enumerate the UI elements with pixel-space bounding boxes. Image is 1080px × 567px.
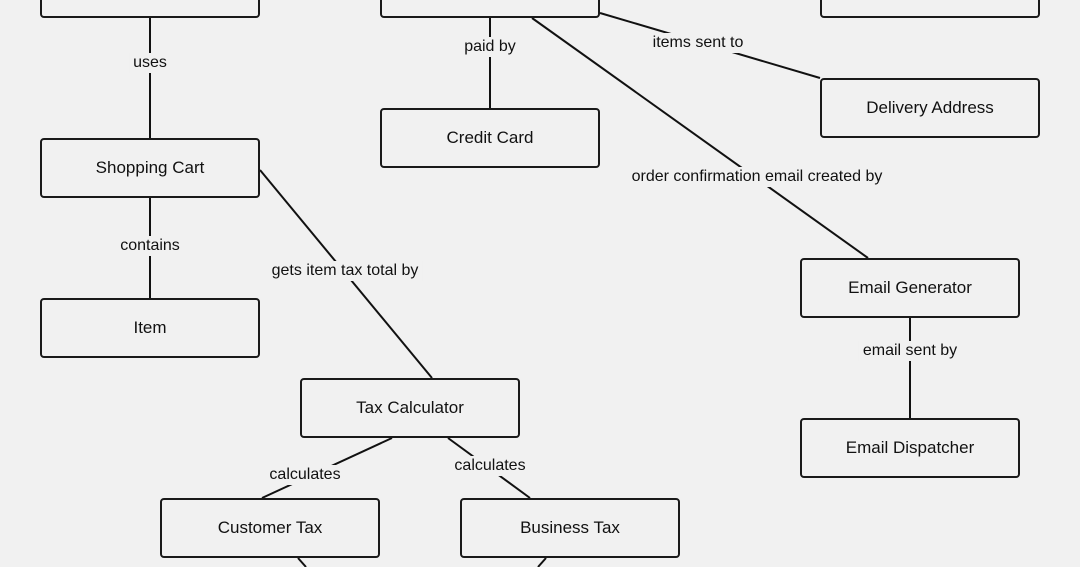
edge-label-calculates-business: calculates	[450, 456, 530, 476]
node-email-dispatcher: Email Dispatcher	[800, 418, 1020, 478]
edge-label-gets-item-tax-total-by: gets item tax total by	[267, 261, 423, 281]
node-shopping-cart: Shopping Cart	[40, 138, 260, 198]
edge-customer-tax-down-line	[297, 557, 307, 567]
edge-label-email-sent-by: email sent by	[858, 341, 962, 361]
edge-label-items-sent-to: items sent to	[648, 33, 748, 53]
edge-business-tax-down-line	[537, 557, 547, 567]
node-top-left	[40, 0, 260, 18]
edge-order-confirmation-line	[531, 17, 869, 259]
node-email-generator: Email Generator	[800, 258, 1020, 318]
node-credit-card: Credit Card	[380, 108, 600, 168]
node-customer-tax: Customer Tax	[160, 498, 380, 558]
edge-label-uses: uses	[129, 53, 171, 73]
edge-label-calculates-customer: calculates	[265, 465, 345, 485]
node-business-tax: Business Tax	[460, 498, 680, 558]
edge-label-contains: contains	[116, 236, 184, 256]
node-tax-calculator: Tax Calculator	[300, 378, 520, 438]
edge-label-order-confirmation: order confirmation email created by	[627, 167, 887, 187]
node-top-center	[380, 0, 600, 18]
node-delivery-address: Delivery Address	[820, 78, 1040, 138]
node-top-right	[820, 0, 1040, 18]
node-item: Item	[40, 298, 260, 358]
edge-label-paid-by: paid by	[460, 37, 520, 57]
